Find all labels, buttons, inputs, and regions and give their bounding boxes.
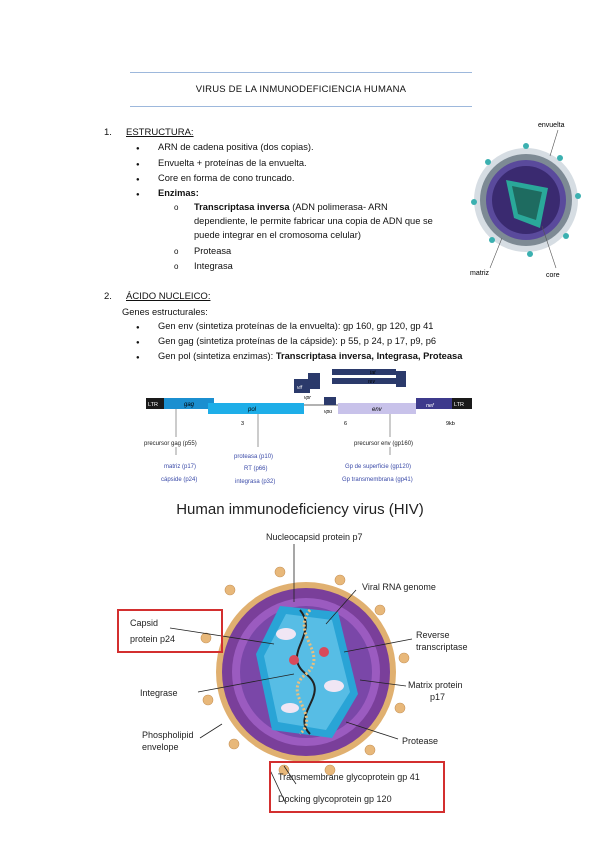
virion-label-matrix: matriz [470,270,490,277]
list-item: ARN de cadena positiva (dos copias). [136,141,313,156]
pol-product: proteasa (p10) [234,454,273,460]
vpr-label: vpr [304,395,311,401]
scale-3: 3 [241,421,244,427]
virion-label-core: core [546,272,560,279]
rev-label: rev [368,379,375,385]
label-matrix-1: Matrix protein [408,680,463,690]
enzyme-rt-desc-3: puede integrar en el cromosoma celular) [194,230,361,240]
list-item: Enzimas: [136,187,199,202]
label-nucleocapsid: Nucleocapsid protein p7 [266,532,363,542]
nef-label: nef [426,403,434,409]
tat-label: tat [370,370,376,376]
enzyme-rt-name: Transcriptasa inversa [194,202,290,212]
gene-item: Gen gag (sintetiza proteínas de la cápsi… [136,335,436,350]
page-title: VIRUS DE LA INMUNODEFICIENCIA HUMANA [195,84,407,95]
pol-product: RT (p66) [244,466,267,472]
title-rule-bottom [130,106,472,107]
section-2-number: 2. [104,291,112,302]
gag-product: precursor gag (p55) [144,441,197,447]
enzyme-item: Transcriptasa inversa (ADN polimerasa- A… [174,201,464,214]
gene-item: Gen env (sintetiza proteínas de la envue… [136,320,434,335]
gag-label: gag [184,402,195,408]
genome-map: LTR gag pol vif vpr vpu env nef LTR tat … [144,369,472,485]
label-viral-rna: Viral RNA genome [362,582,436,592]
virion-image: envuelta matriz core [470,122,581,279]
hiv-diagram: Human immunodeficiency virus (HIV) Nucle… [117,501,468,813]
label-rt-1: Reverse [416,630,450,640]
label-gp120: Docking glycoprotein gp 120 [278,794,392,804]
label-phospholipid-1: Phospholipid [142,730,194,740]
enzyme-rt-desc: (ADN polimerasa- ARN [289,202,388,212]
enzyme-rt-desc-2: dependiente, le permite fabricar una cop… [194,216,433,226]
label-phospholipid-2: envelope [142,742,179,752]
virion-label-envelope: envuelta [538,122,565,129]
ltr-right-label: LTR [454,402,464,408]
env-product: precursor env (gp160) [354,441,413,447]
env-label: env [372,407,383,413]
label-matrix-2: p17 [430,692,445,702]
section-1-heading: 1. ESTRUCTURA: [104,127,194,138]
label-integrase: Integrase [140,688,178,698]
label-capsid-1: Capsid [130,618,158,628]
scale-6: 6 [344,421,347,427]
gene-pol-enzymes: Transcriptasa inversa, Integrasa, Protea… [275,351,463,361]
section-2-label: ÁCIDO NUCLEICO: [126,291,211,302]
label-rt-2: transcriptase [416,642,468,652]
genes-subheading: Genes estructurales: [122,307,208,317]
gag-product: cápside (p24) [161,477,197,483]
capsid-highlight-box [117,609,223,653]
scale-9kb: 9kb [446,421,455,427]
label-gp41: Transmembrane glycoprotein gp 41 [278,772,420,782]
enzymes-label: Enzimas: [158,188,199,198]
vpu-label: vpu [324,409,332,415]
label-protease: Protease [402,736,438,746]
list-item: Core en forma de cono truncado. [136,172,295,187]
label-capsid-2: protein p24 [130,634,175,644]
pol-label: pol [247,407,257,413]
hiv-diagram-title: Human immunodeficiency virus (HIV) [176,501,424,518]
section-1-number: 1. [104,127,112,138]
enzyme-item: Integrasa [174,260,233,273]
vif-label: vif [297,385,303,391]
env-product: Gp de superficie (gp120) [345,464,411,470]
env-product: Gp transmembrana (gp41) [342,477,413,483]
gene-pol-text: Gen pol (sintetiza enzimas): [158,351,276,361]
ltr-left-label: LTR [148,402,158,408]
enzyme-item: Proteasa [174,245,231,258]
glycoprotein-highlight-box [269,761,445,813]
gag-product: matriz (p17) [164,464,196,470]
list-item: Envuelta + proteínas de la envuelta. [136,157,307,172]
title-rule-top [130,72,472,73]
gene-item: Gen pol (sintetiza enzimas): Transcripta… [136,350,463,365]
section-2-heading: 2. ÁCIDO NUCLEICO: [104,291,210,302]
section-1-label: ESTRUCTURA: [126,127,194,138]
pol-product: integrasa (p32) [235,479,275,485]
